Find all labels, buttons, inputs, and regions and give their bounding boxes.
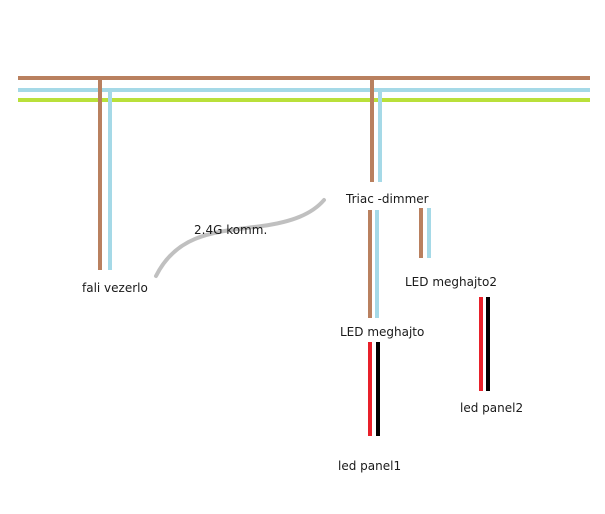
wall-controller-label: fali vezerlo xyxy=(82,281,148,295)
wireless-link-label: 2.4G komm. xyxy=(194,223,267,237)
led-panel-2-label: led panel2 xyxy=(460,401,523,415)
wireless-link-curve xyxy=(154,198,326,278)
led-driver-1-label: LED meghajto xyxy=(340,325,424,339)
led-driver-2-label: LED meghajto2 xyxy=(405,275,497,289)
triac-dimmer-label: Triac -dimmer xyxy=(345,192,429,206)
led-panel-1-label: led panel1 xyxy=(338,459,401,473)
